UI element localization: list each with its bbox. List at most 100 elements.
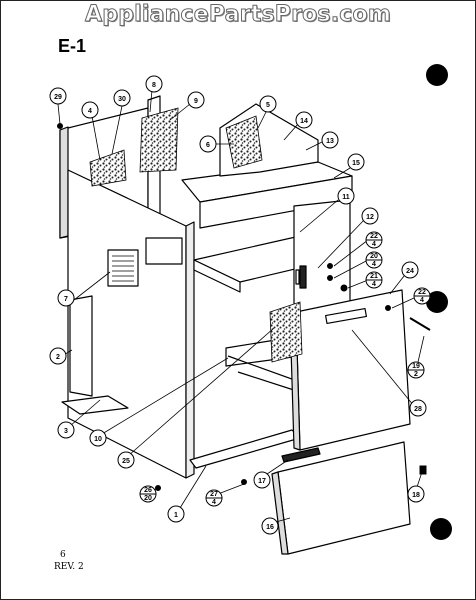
binder-hole [426, 64, 448, 86]
callout-3-label: 3 [64, 428, 68, 435]
callouts: 29 4 30 8 9 5 14 6 13 15 11 12 224 204 2… [49, 75, 431, 535]
callout-13: 13 [321, 131, 339, 149]
callout-17: 17 [253, 471, 271, 489]
callout-19-label: 19 [412, 363, 420, 370]
callout-4: 4 [81, 101, 99, 119]
rail-line [237, 371, 301, 393]
callout-25-label: 25 [122, 458, 130, 465]
bolt-icon [409, 317, 431, 331]
page-number: 6 [60, 550, 66, 560]
insulation-pad [269, 301, 303, 363]
callout-21-sub: 4 [372, 281, 376, 288]
watermark: AppliancePartsPros.com [85, 2, 392, 28]
vent-grille-slats [112, 255, 134, 282]
callout-25: 25 [117, 451, 135, 469]
screw-icon [57, 123, 63, 129]
callout-22b-label: 22 [418, 289, 426, 296]
callout-24-label: 24 [406, 268, 414, 275]
callout-2-label: 2 [56, 354, 60, 361]
clip-icon [419, 465, 427, 475]
callout-1-label: 1 [174, 512, 178, 519]
callout-16-label: 16 [266, 524, 274, 531]
kick-panel-edge [271, 471, 289, 555]
callout-18-label: 18 [412, 492, 420, 499]
lower-left-panel [69, 295, 93, 397]
callout-10: 10 [89, 429, 107, 447]
callout-26-label: 26 [144, 487, 152, 494]
callout-29-label: 29 [54, 94, 62, 101]
callout-4-label: 4 [88, 108, 92, 115]
callout-8-label: 8 [152, 82, 156, 89]
left-side-panel-edge [59, 126, 69, 239]
callout-1: 1 [167, 505, 185, 523]
callout-22b-sub: 4 [420, 297, 424, 304]
right-side-panel-edge [185, 221, 195, 479]
callout-9-label: 9 [194, 98, 198, 105]
middle-shelf-front [193, 259, 241, 293]
callout-17-label: 17 [258, 478, 266, 485]
callout-5-label: 5 [266, 102, 270, 109]
callout-3: 3 [57, 421, 75, 439]
callout-22a-label: 22 [370, 233, 378, 240]
callout-2: 2 [49, 347, 67, 365]
screw-icon [385, 305, 391, 311]
screw-icon [340, 284, 348, 292]
screw-icon [327, 263, 333, 269]
screw-icon [327, 275, 333, 281]
callout-30-label: 30 [118, 96, 126, 103]
screw-icon [241, 479, 247, 485]
callout-10-label: 10 [94, 436, 102, 443]
callout-14: 14 [295, 111, 313, 129]
callout-6-label: 6 [206, 142, 210, 149]
callout-21-label: 21 [370, 273, 378, 280]
callout-30: 30 [113, 89, 131, 107]
callout-29: 29 [49, 87, 67, 105]
callout-11-label: 11 [342, 194, 350, 201]
binder-hole [430, 518, 452, 540]
callout-20-sub: 4 [372, 261, 376, 268]
callout-21-4: 214 [365, 271, 383, 289]
insulation-pad [89, 149, 127, 187]
callout-8: 8 [145, 75, 163, 93]
insulation [89, 107, 303, 363]
callout-11: 11 [337, 187, 355, 205]
revision-label: REV. 2 [54, 562, 84, 572]
door-handle [325, 307, 367, 325]
insulation-pad [139, 107, 179, 173]
callout-9: 9 [187, 91, 205, 109]
callout-22-4-upper: 224 [365, 231, 383, 249]
callout-20-label: 20 [370, 253, 378, 260]
callout-16: 16 [261, 517, 279, 535]
bracket [299, 265, 307, 289]
fasteners [57, 123, 431, 491]
callout-19-2: 192 [407, 361, 425, 379]
callout-22-4-right: 224 [413, 287, 431, 305]
callout-19-sub: 2 [414, 371, 418, 378]
rail-line [227, 355, 301, 383]
callout-24: 24 [401, 261, 419, 279]
callout-20-4: 204 [365, 251, 383, 269]
callout-5: 5 [259, 95, 277, 113]
callout-27-label: 27 [210, 491, 218, 498]
callout-18: 18 [407, 485, 425, 503]
callout-12: 12 [361, 207, 379, 225]
section-label: E-1 [58, 36, 87, 56]
callout-15-label: 15 [352, 160, 360, 167]
callout-13-label: 13 [326, 138, 334, 145]
callout-26-sub: 20 [144, 495, 152, 502]
callout-27-sub: 4 [212, 499, 216, 506]
callout-22a-sub: 4 [372, 241, 376, 248]
callout-28-label: 28 [414, 406, 422, 413]
callout-14-label: 14 [300, 118, 308, 125]
callout-7: 7 [57, 289, 75, 307]
insulation-pad [225, 115, 263, 169]
callout-15: 15 [347, 153, 365, 171]
callout-27-4: 274 [205, 489, 223, 507]
callout-6: 6 [199, 135, 217, 153]
bottom-trim [61, 395, 129, 415]
callout-7-label: 7 [64, 296, 68, 303]
kick-strip [281, 447, 321, 463]
side-cutout [145, 237, 183, 265]
binder-hole [426, 291, 448, 313]
